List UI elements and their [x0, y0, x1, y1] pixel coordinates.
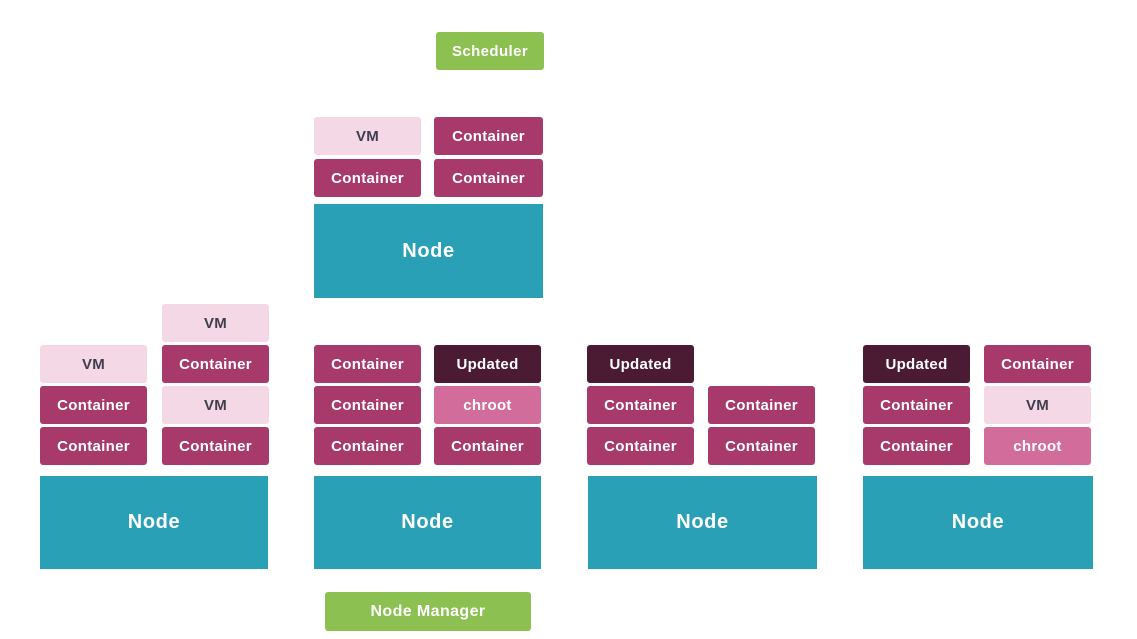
container-block: Container — [863, 386, 970, 424]
container-block: Container — [708, 386, 815, 424]
container-block: Container — [434, 117, 543, 155]
vm-block: VM — [314, 117, 421, 155]
container-block: Container — [40, 386, 147, 424]
container-block: Container — [40, 427, 147, 465]
node-box: Node — [588, 476, 817, 569]
updated-block: Updated — [863, 345, 970, 383]
vm-block: VM — [162, 386, 269, 424]
node-box: Node — [40, 476, 268, 569]
container-block: Container — [162, 427, 269, 465]
container-block: Container — [708, 427, 815, 465]
node-manager-box: Node Manager — [325, 592, 531, 631]
container-block: Container — [314, 345, 421, 383]
vm-block: VM — [162, 304, 269, 342]
scheduler-box: Scheduler — [436, 32, 544, 70]
chroot-block: chroot — [434, 386, 541, 424]
container-block: Container — [434, 427, 541, 465]
container-block: Container — [863, 427, 970, 465]
node-box: Node — [314, 476, 541, 569]
updated-block: Updated — [587, 345, 694, 383]
node-box: Node — [314, 204, 543, 298]
container-block: Container — [314, 386, 421, 424]
vm-block: VM — [40, 345, 147, 383]
updated-block: Updated — [434, 345, 541, 383]
container-block: Container — [587, 427, 694, 465]
vm-block: VM — [984, 386, 1091, 424]
container-block: Container — [314, 159, 421, 197]
container-block: Container — [434, 159, 543, 197]
container-block: Container — [162, 345, 269, 383]
container-block: Container — [984, 345, 1091, 383]
container-block: Container — [314, 427, 421, 465]
container-block: Container — [587, 386, 694, 424]
node-box: Node — [863, 476, 1093, 569]
chroot-block: chroot — [984, 427, 1091, 465]
